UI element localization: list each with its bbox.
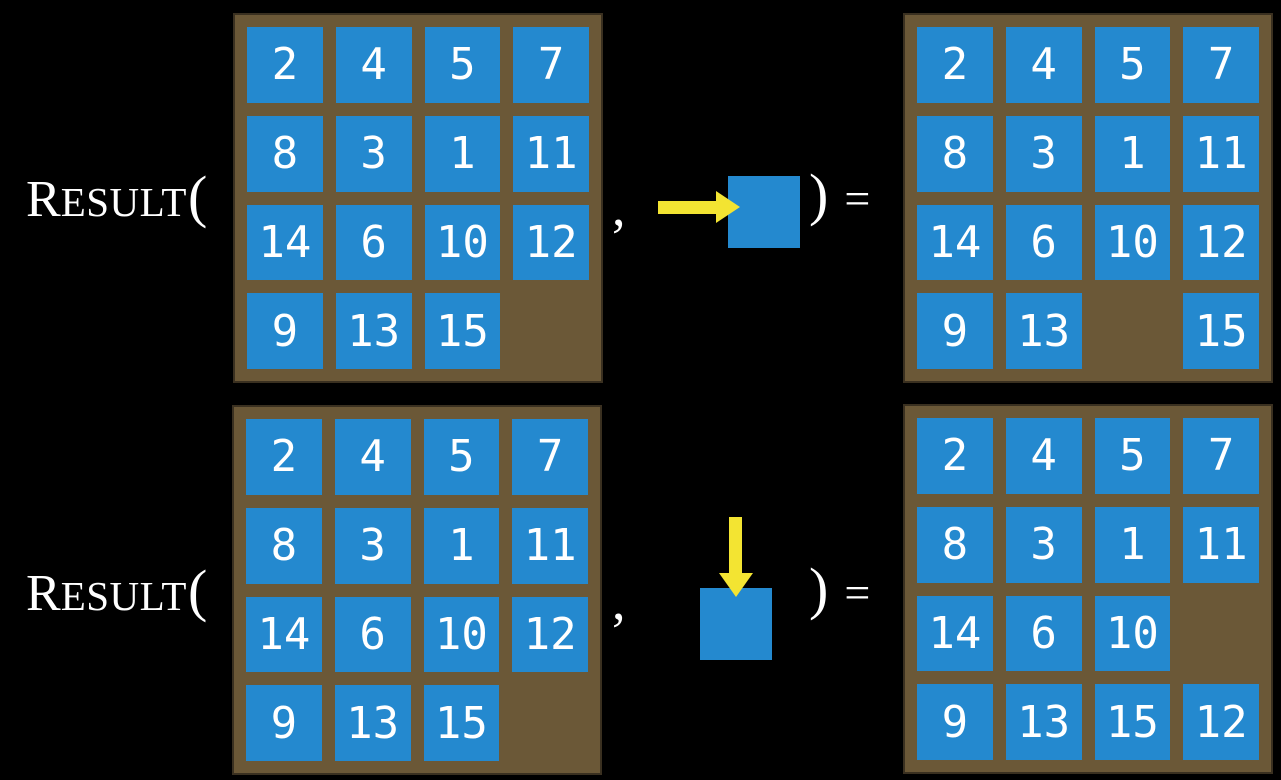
puzzle-tile: 6 (1005, 204, 1082, 281)
puzzle-tile: 13 (335, 293, 412, 369)
puzzle-tile: 4 (1005, 27, 1082, 103)
puzzle-tile: 4 (334, 419, 411, 495)
function-name-rest: ESULT (60, 573, 187, 619)
function-name-initial: R (26, 565, 61, 622)
close-paren-equals-2: ) = (808, 560, 870, 618)
puzzle-tile: 2 (917, 27, 993, 103)
puzzle-tile: 5 (1094, 27, 1171, 103)
puzzle-tile: 12 (1183, 204, 1259, 281)
close-paren: ) (809, 162, 829, 227)
puzzle-tile: 15 (423, 685, 500, 761)
puzzle-tile: 7 (513, 27, 589, 103)
puzzle-tile: 3 (1005, 115, 1082, 192)
puzzle-tile: 4 (1005, 418, 1082, 494)
puzzle-tile: 14 (917, 204, 993, 281)
puzzle-tile: 14 (917, 595, 993, 672)
empty-cell (513, 293, 589, 369)
puzzle-tile: 8 (247, 115, 323, 192)
right-arrow-icon (658, 201, 718, 214)
puzzle-tile: 3 (1005, 506, 1082, 583)
puzzle-tile: 13 (334, 685, 411, 761)
puzzle-tile: 14 (247, 204, 323, 281)
empty-cell (1095, 293, 1171, 369)
equals-sign: = (844, 173, 871, 224)
puzzle-tile: 15 (1094, 684, 1171, 760)
puzzle-tile: 11 (1183, 506, 1259, 583)
puzzle-tile: 14 (246, 596, 322, 673)
empty-cell (512, 685, 588, 761)
puzzle-tile: 13 (1005, 684, 1082, 760)
down-arrow-head-icon (719, 573, 753, 597)
puzzle-tile: 11 (513, 115, 589, 192)
puzzle-tile: 1 (424, 115, 501, 192)
puzzle-tile: 2 (917, 418, 993, 494)
puzzle-tile: 9 (917, 293, 993, 369)
puzzle-tile: 2 (246, 419, 322, 495)
right-arrow-head-icon (716, 191, 740, 223)
puzzle-tile: 3 (335, 115, 412, 192)
puzzle-tile: 9 (247, 293, 323, 369)
puzzle-tile: 5 (1094, 418, 1171, 494)
puzzle-tile: 1 (1094, 506, 1171, 583)
puzzle-tile: 6 (1005, 595, 1082, 672)
puzzle-tile: 5 (424, 27, 501, 103)
puzzle-tile: 15 (424, 293, 501, 369)
puzzle-tile: 1 (423, 507, 500, 584)
puzzle-tile: 12 (513, 204, 589, 281)
puzzle-tile: 2 (247, 27, 323, 103)
moved-tile-square (728, 176, 800, 248)
moved-tile-square (700, 588, 772, 660)
puzzle-tile: 8 (246, 507, 322, 584)
puzzle-tile: 4 (335, 27, 412, 103)
comma-separator-1: , (612, 177, 626, 237)
close-paren: ) (809, 556, 829, 621)
comma-separator-2: , (612, 571, 626, 631)
puzzle-tile: 6 (334, 596, 411, 673)
puzzle-tile: 5 (423, 419, 500, 495)
puzzle-tile: 7 (1183, 418, 1259, 494)
puzzle-tile: 9 (917, 684, 993, 760)
puzzle-tile: 15 (1183, 293, 1259, 369)
puzzle-tile: 8 (917, 506, 993, 583)
puzzle-tile: 13 (1005, 293, 1082, 369)
puzzle-tile: 9 (246, 685, 322, 761)
empty-cell (1183, 596, 1259, 672)
puzzle-tile: 7 (1183, 27, 1259, 103)
puzzle-tile: 10 (1094, 204, 1171, 281)
puzzle-tile: 11 (512, 507, 588, 584)
puzzle-tile: 8 (917, 115, 993, 192)
puzzle-tile: 12 (1183, 684, 1259, 760)
puzzle-tile: 1 (1094, 115, 1171, 192)
puzzle-tile: 10 (423, 596, 500, 673)
puzzle-tile: 11 (1183, 115, 1259, 192)
down-arrow-icon (729, 517, 742, 577)
function-name-initial: R (26, 171, 61, 228)
open-paren: ( (187, 558, 208, 623)
puzzle-tile: 6 (335, 204, 412, 281)
close-paren-equals-1: ) = (808, 166, 870, 224)
puzzle-tile: 7 (512, 419, 588, 495)
puzzle-tile: 10 (1094, 595, 1171, 672)
equals-sign: = (844, 567, 871, 618)
open-paren: ( (187, 164, 208, 229)
puzzle-tile: 12 (512, 596, 588, 673)
function-name-rest: ESULT (60, 179, 187, 225)
puzzle-tile: 10 (424, 204, 501, 281)
puzzle-tile: 3 (334, 507, 411, 584)
